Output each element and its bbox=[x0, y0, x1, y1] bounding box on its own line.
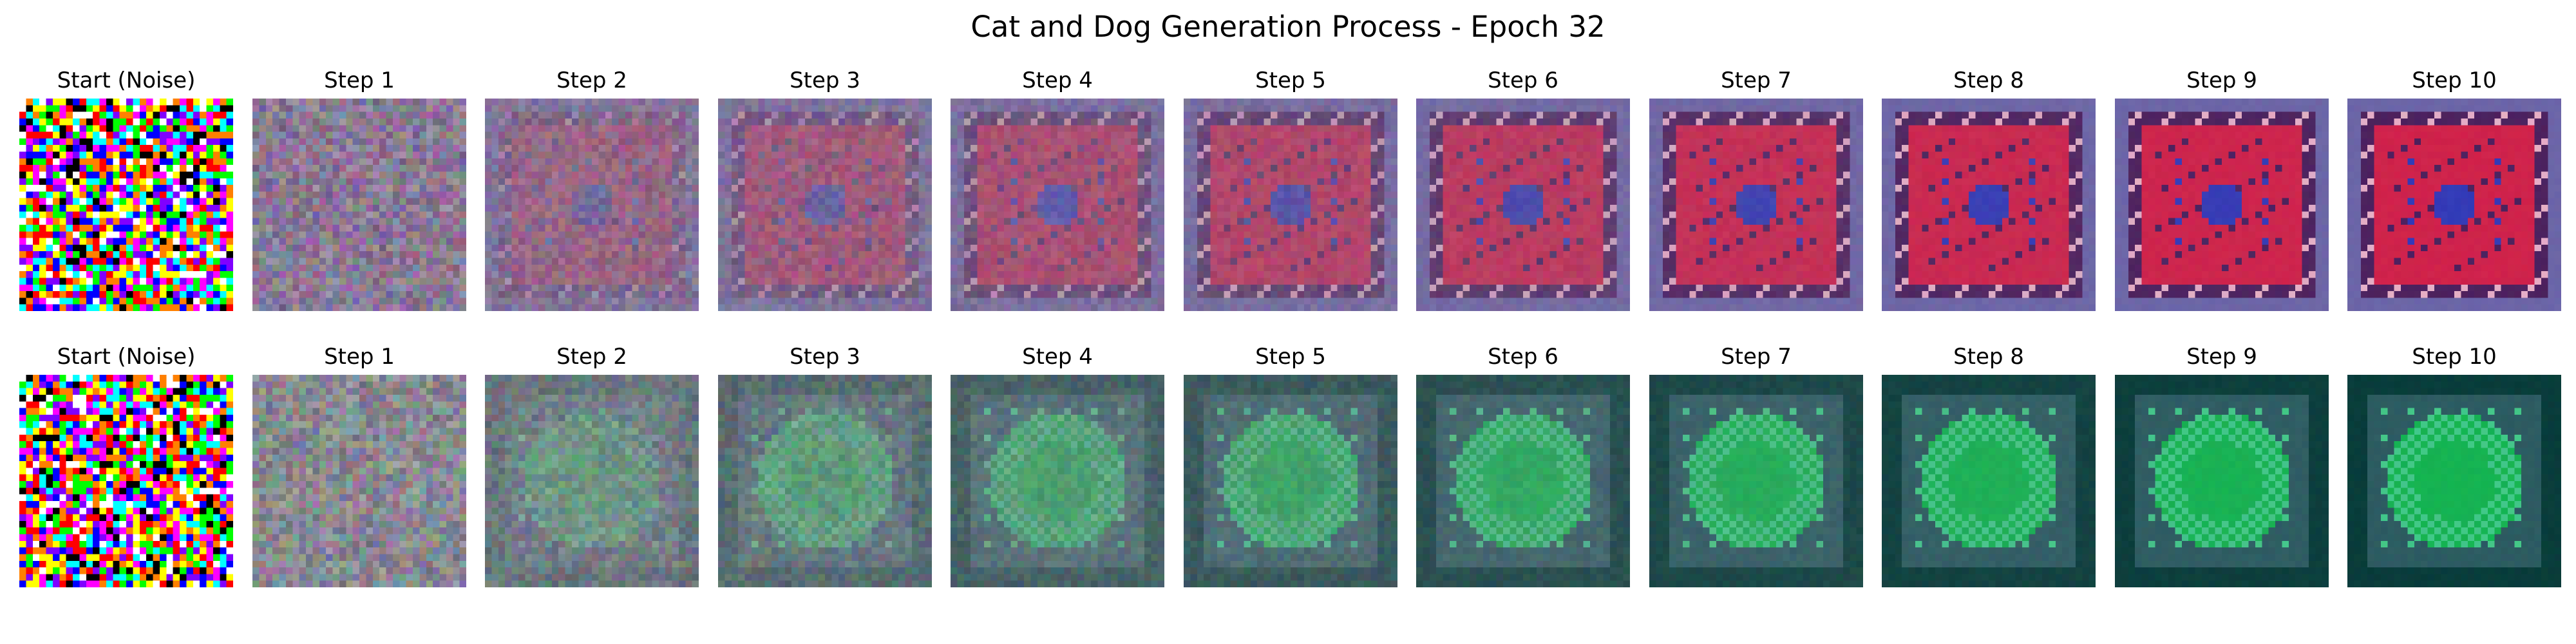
generated-image bbox=[19, 99, 233, 311]
panel-label: Step 8 bbox=[1953, 68, 2024, 93]
generated-image bbox=[19, 375, 233, 587]
generated-image bbox=[1649, 99, 1863, 311]
panel-label: Start (Noise) bbox=[57, 344, 196, 370]
panel-row2-step-6: Step 6 bbox=[1416, 343, 1630, 587]
panel-label: Step 9 bbox=[2186, 344, 2257, 370]
generated-image bbox=[1649, 375, 1863, 587]
panel-row2-step-7: Step 7 bbox=[1649, 343, 1863, 587]
panel-row2-step-1: Step 1 bbox=[252, 343, 466, 587]
panel-label: Step 5 bbox=[1255, 344, 1326, 370]
panel-row2-step-8: Step 8 bbox=[1882, 343, 2096, 587]
generated-image bbox=[2347, 99, 2561, 311]
generated-image bbox=[951, 375, 1164, 587]
panel-label: Step 6 bbox=[1488, 68, 1558, 93]
panel-label: Step 1 bbox=[324, 68, 395, 93]
panel-label: Step 6 bbox=[1488, 344, 1558, 370]
generated-image bbox=[718, 375, 932, 587]
panel-row1-step-7: Step 7 bbox=[1649, 66, 1863, 311]
panel-row1-step-8: Step 8 bbox=[1882, 66, 2096, 311]
panel-row1-step-9: Step 9 bbox=[2115, 66, 2329, 311]
generated-image bbox=[2115, 99, 2329, 311]
panel-label: Step 3 bbox=[790, 344, 860, 370]
generated-image bbox=[252, 99, 466, 311]
panel-label: Step 2 bbox=[556, 344, 627, 370]
generated-image bbox=[485, 99, 699, 311]
panel-label: Step 4 bbox=[1022, 344, 1093, 370]
panel-label: Step 4 bbox=[1022, 68, 1093, 93]
generated-image bbox=[1882, 375, 2096, 587]
panel-row2-step-5: Step 5 bbox=[1184, 343, 1397, 587]
panel-label: Step 5 bbox=[1255, 68, 1326, 93]
panel-row1-step-1: Step 1 bbox=[252, 66, 466, 311]
panel-label: Step 2 bbox=[556, 68, 627, 93]
figure-title: Cat and Dog Generation Process - Epoch 3… bbox=[971, 10, 1605, 44]
panel-row1-step-6: Step 6 bbox=[1416, 66, 1630, 311]
generated-image bbox=[718, 99, 932, 311]
generated-image bbox=[2347, 375, 2561, 587]
panel-row2-step-4: Step 4 bbox=[951, 343, 1164, 587]
panel-label: Step 1 bbox=[324, 344, 395, 370]
panel-row1-step-10: Step 10 bbox=[2347, 66, 2561, 311]
panel-label: Start (Noise) bbox=[57, 68, 196, 93]
panel-row1-step-2: Step 2 bbox=[485, 66, 699, 311]
panel-row2-step-0: Start (Noise) bbox=[19, 343, 233, 587]
generated-image bbox=[1416, 99, 1630, 311]
generated-image bbox=[2115, 375, 2329, 587]
generated-image bbox=[1416, 375, 1630, 587]
panel-row1-step-3: Step 3 bbox=[718, 66, 932, 311]
panel-row2-step-10: Step 10 bbox=[2347, 343, 2561, 587]
panel-row2-step-9: Step 9 bbox=[2115, 343, 2329, 587]
panel-row1-step-5: Step 5 bbox=[1184, 66, 1397, 311]
panel-label: Step 10 bbox=[2412, 344, 2497, 370]
panel-row1-step-0: Start (Noise) bbox=[19, 66, 233, 311]
generated-image bbox=[1184, 375, 1397, 587]
generated-image bbox=[951, 99, 1164, 311]
panel-label: Step 7 bbox=[1721, 68, 1792, 93]
panel-row2-step-2: Step 2 bbox=[485, 343, 699, 587]
panel-label: Step 8 bbox=[1953, 344, 2024, 370]
generated-image bbox=[1882, 99, 2096, 311]
generated-image bbox=[252, 375, 466, 587]
panel-label: Step 10 bbox=[2412, 68, 2497, 93]
panel-label: Step 9 bbox=[2186, 68, 2257, 93]
generated-image bbox=[1184, 99, 1397, 311]
panel-row2-step-3: Step 3 bbox=[718, 343, 932, 587]
panel-label: Step 7 bbox=[1721, 344, 1792, 370]
panel-row1-step-4: Step 4 bbox=[951, 66, 1164, 311]
panel-label: Step 3 bbox=[790, 68, 860, 93]
generated-image bbox=[485, 375, 699, 587]
